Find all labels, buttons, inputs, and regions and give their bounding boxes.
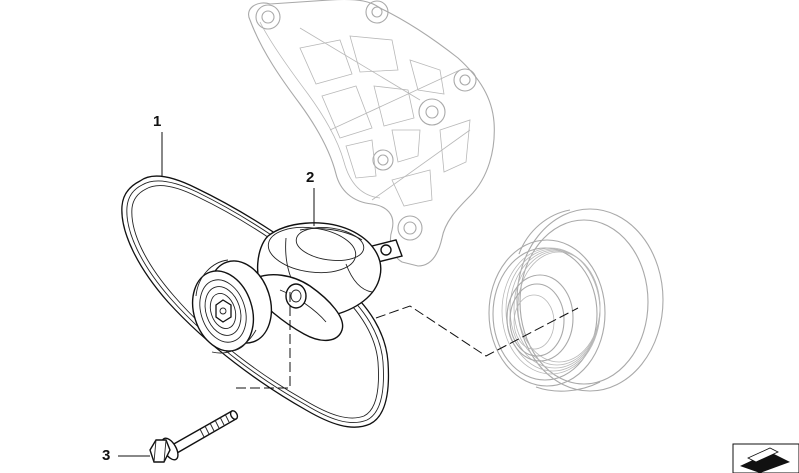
callout-1: 1 bbox=[153, 113, 162, 130]
view-direction-icon bbox=[732, 443, 799, 473]
belt bbox=[121, 175, 390, 428]
bolt bbox=[149, 410, 239, 463]
crankshaft-pulley-ghost bbox=[488, 208, 664, 392]
leader-lines bbox=[118, 132, 579, 457]
tensioner bbox=[191, 222, 403, 354]
engine-bracket-ghost bbox=[248, 0, 495, 267]
callout-2: 2 bbox=[306, 169, 315, 186]
callout-3: 3 bbox=[102, 447, 111, 464]
